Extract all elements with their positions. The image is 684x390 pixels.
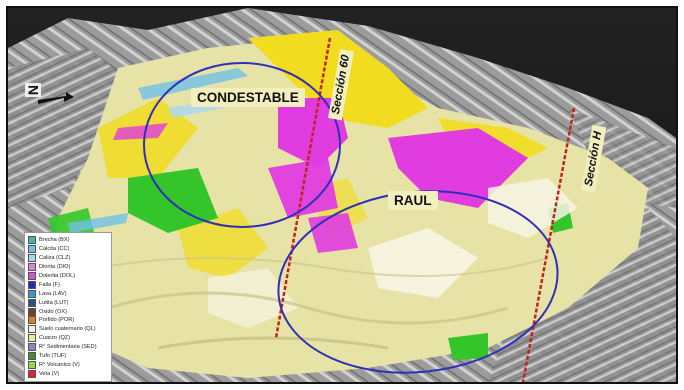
legend-label: Tufo (TUF) (39, 353, 67, 360)
legend-swatch (28, 369, 36, 378)
legend-item: Cuarzo (QZ) (28, 334, 108, 343)
condestable-label: CONDESTABLE (191, 88, 305, 107)
legend-item: R° Sedimentaria (SED) (28, 343, 108, 352)
legend-swatch (28, 360, 36, 369)
legend-label: Cuarzo (QZ) (39, 335, 71, 342)
legend-item: Suelo cuaternario (QL) (28, 325, 108, 334)
legend-swatch (28, 325, 36, 334)
legend-label: Diorita (DIO) (39, 264, 71, 271)
legend-item: Diorita (DIO) (28, 263, 108, 272)
legend-swatch (28, 343, 36, 352)
lithology-legend: Brecha (BX) Calcita (CC) Caliza (CLZ) Diori… (24, 232, 112, 382)
legend-swatch (28, 236, 36, 245)
legend-item: Veta (V) (28, 369, 108, 378)
legend-item: Lutita (LUT) (28, 298, 108, 307)
section-h-line (521, 107, 576, 382)
north-letter: N (25, 83, 41, 97)
legend-label: Dolerita (DOL) (39, 273, 76, 279)
legend-swatch (28, 245, 36, 254)
legend-label: Lava (LAV) (39, 290, 67, 297)
map-frame: CONDESTABLE RAUL Sección 60 Sección H N … (6, 6, 678, 384)
north-arrow-icon (38, 92, 74, 104)
legend-label: Calcita (CC) (39, 246, 70, 253)
legend-swatch (28, 352, 36, 361)
legend-item: Falla (F) (28, 280, 108, 289)
north-indicator: N (25, 82, 78, 108)
section-60-line (274, 37, 332, 339)
legend-swatch (28, 254, 36, 263)
legend-label: R° Volcanico (V) (39, 361, 80, 368)
legend-swatch (28, 307, 36, 316)
legend-swatch (28, 298, 36, 307)
legend-swatch (28, 334, 36, 343)
legend-label: Oxido (OX) (39, 308, 67, 315)
legend-item: Porfido (POR) (28, 316, 108, 325)
legend-item: Tufo (TUF) (28, 352, 108, 361)
legend-item: Dolerita (DOL) (28, 272, 108, 281)
legend-swatch (28, 272, 36, 280)
legend-label: Veta (V) (39, 370, 60, 377)
legend-item: Caliza (CLZ) (28, 254, 108, 263)
legend-item: Lava (LAV) (28, 289, 108, 298)
legend-swatch (28, 289, 36, 298)
legend-label: Porfido (POR) (39, 317, 75, 324)
legend-label: R° Sedimentaria (SED) (39, 344, 97, 351)
legend-item: R° Volcanico (V) (28, 360, 108, 369)
legend-label: Brecha (BX) (39, 237, 70, 244)
legend-swatch (28, 280, 36, 289)
legend-swatch (28, 316, 36, 325)
legend-item: Calcita (CC) (28, 245, 108, 254)
legend-swatch (28, 263, 36, 272)
section-lines (274, 37, 576, 382)
legend-item: Brecha (BX) (28, 236, 108, 245)
legend-label: Falla (F) (39, 281, 60, 288)
legend-label: Suelo cuaternario (QL) (39, 326, 96, 333)
raul-label: RAUL (388, 191, 438, 210)
legend-label: Caliza (CLZ) (39, 255, 71, 262)
legend-label: Lutita (LUT) (39, 299, 69, 306)
condestable-ellipse (143, 62, 341, 228)
legend-item: Oxido (OX) (28, 307, 108, 316)
